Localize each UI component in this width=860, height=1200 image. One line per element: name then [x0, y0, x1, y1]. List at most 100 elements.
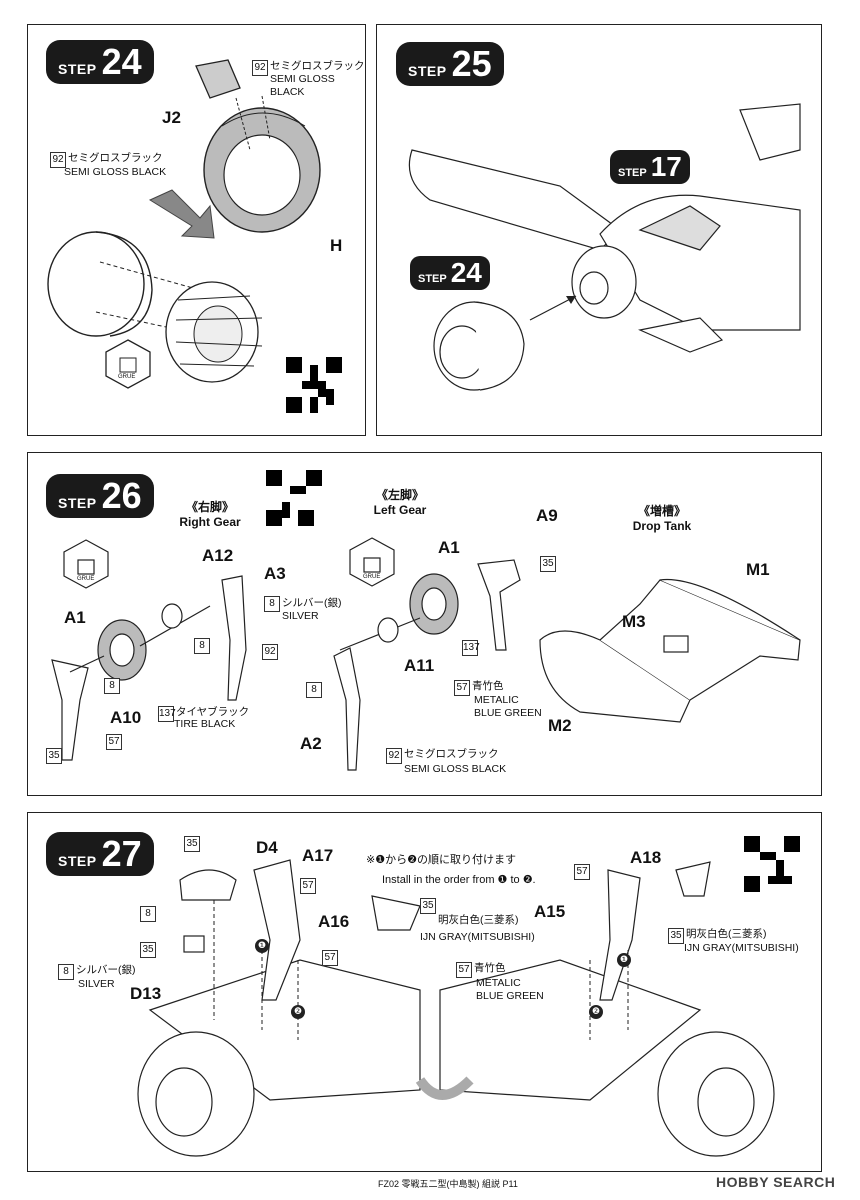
header-jp: 《右脚》	[185, 500, 234, 514]
color-code-box: 35	[668, 928, 684, 944]
color-code-box: 92	[50, 152, 66, 168]
step-order-number: ❷	[294, 1006, 303, 1016]
step-number: 26	[101, 475, 142, 516]
color-name-jp: シルバー(銀)	[76, 964, 136, 976]
color-name-jp: シルバー(銀)	[282, 597, 342, 609]
color-name-jp: タイヤブラック	[176, 706, 250, 718]
qr-code-icon	[286, 357, 342, 413]
color-name-jp: セミグロスブラック	[68, 152, 163, 164]
step-word: STEP	[618, 167, 647, 179]
color-name-jp: 青竹色	[474, 962, 506, 974]
glue-label: GRUE	[77, 576, 95, 582]
part-m2: M2	[548, 716, 572, 735]
color-name-en: SEMI GLOSS BLACK	[404, 763, 507, 775]
header-jp: 《増槽》	[637, 504, 686, 518]
watermark-logo: HOBBY SEARCH	[716, 1174, 836, 1190]
part-a2: A2	[300, 734, 322, 753]
order-en: Install in the order from ❶ to ❷.	[382, 874, 536, 886]
color-code-box: 57	[456, 962, 472, 978]
part-d4: D4	[256, 838, 278, 857]
color-code-box: 57	[106, 734, 122, 750]
color-note-top: セミグロスブラック SEMI GLOSS BLACK	[270, 60, 365, 99]
color-name-en: SEMI GLOSS BLACK	[270, 73, 335, 98]
glue-label: GRUE	[363, 574, 381, 580]
color-name-jp: 明灰白色(三菱系)	[686, 928, 767, 940]
step-word: STEP	[58, 853, 97, 869]
qr-code-icon	[266, 470, 322, 526]
step-number: 25	[451, 43, 492, 84]
color-name-en: SILVER	[282, 610, 319, 622]
qr-code-icon	[744, 836, 800, 892]
step-order-number: ❷	[592, 1006, 601, 1016]
header-en: Drop Tank	[632, 519, 692, 533]
part-a1-left: A1	[438, 538, 460, 557]
step-order-number: ❶	[258, 940, 267, 950]
part-a11: A11	[404, 656, 435, 675]
tire-note: タイヤブラック	[176, 706, 249, 719]
color-name-en: TIRE BLACK	[174, 718, 236, 730]
color-code-box: 35	[184, 836, 200, 852]
color-name-jp: セミグロスブラック	[270, 60, 365, 72]
page-footer: FZ02 零戦五二型(中島製) 組説 P11	[378, 1179, 518, 1189]
part-m1: M1	[746, 560, 770, 579]
color-code-box: 8	[306, 682, 322, 698]
color-code-box: 92	[386, 748, 402, 764]
color-code-box: 35	[46, 748, 62, 764]
color-code-box: 137	[462, 640, 480, 656]
part-a16: A16	[318, 912, 350, 931]
color-code-box: 35	[540, 556, 556, 572]
silver-note: シルバー(銀)	[76, 964, 136, 977]
color-code-box: 92	[262, 644, 278, 660]
header-jp: 《左脚》	[375, 488, 424, 502]
step17-ref-badge: STEP 17	[610, 150, 690, 184]
color-name-en: IJN GRAY(MITSUBISHI)	[684, 942, 799, 954]
step-number: 24	[101, 41, 142, 82]
step25-badge: STEP 25	[396, 42, 504, 86]
part-a15: A15	[534, 902, 566, 921]
order-jp: ※❶から❷の順に取り付けます	[366, 854, 516, 866]
step-order-number: ❶	[620, 954, 629, 964]
sgb-note: セミグロスブラック	[404, 748, 499, 761]
ijn-gray-note-right: 明灰白色(三菱系)	[686, 928, 767, 941]
color-code-box: 57	[322, 950, 338, 966]
color-name-jp: セミグロスブラック	[404, 748, 499, 760]
color-code-box: 57	[574, 864, 590, 880]
color-name-en: BLUE GREEN	[474, 707, 542, 719]
blue-green-en: METALIC BLUE GREEN	[476, 977, 544, 1003]
right-gear-header: 《右脚》 Right Gear	[160, 500, 260, 530]
step26-badge: STEP 26	[46, 474, 154, 518]
part-a1-right: A1	[64, 608, 86, 627]
color-name-jp: 明灰白色(三菱系)	[438, 914, 519, 926]
color-name-en: BLUE GREEN	[476, 990, 544, 1002]
part-h: H	[330, 236, 343, 255]
install-order-note: ※❶から❷の順に取り付けます Install in the order from…	[366, 850, 536, 890]
color-code-box: 8	[140, 906, 156, 922]
color-code-box: 92	[252, 60, 268, 76]
glue-label: GRUE	[118, 374, 136, 380]
step-word: STEP	[58, 61, 97, 77]
part-a18: A18	[630, 848, 662, 867]
part-a9: A9	[536, 506, 558, 525]
step-number: 24	[450, 257, 482, 288]
blue-green-note: 青竹色	[474, 962, 506, 975]
silver-note: シルバー(銀) SILVER	[282, 597, 342, 623]
color-code-box: 57	[300, 878, 316, 894]
color-name-jp: 青竹色	[472, 680, 504, 692]
part-j2: J2	[162, 108, 181, 127]
drop-tank-header: 《増槽》 Drop Tank	[612, 504, 712, 534]
part-a12: A12	[202, 546, 234, 565]
step-word: STEP	[418, 273, 447, 285]
blue-green-en: METALIC BLUE GREEN	[474, 694, 542, 720]
step27-badge: STEP 27	[46, 832, 154, 876]
step-word: STEP	[408, 63, 447, 79]
header-en: Left Gear	[373, 503, 427, 517]
part-a17: A17	[302, 846, 334, 865]
part-a3: A3	[264, 564, 286, 583]
step-number: 17	[650, 151, 682, 182]
left-gear-header: 《左脚》 Left Gear	[350, 488, 450, 518]
step-number: 27	[101, 833, 142, 874]
